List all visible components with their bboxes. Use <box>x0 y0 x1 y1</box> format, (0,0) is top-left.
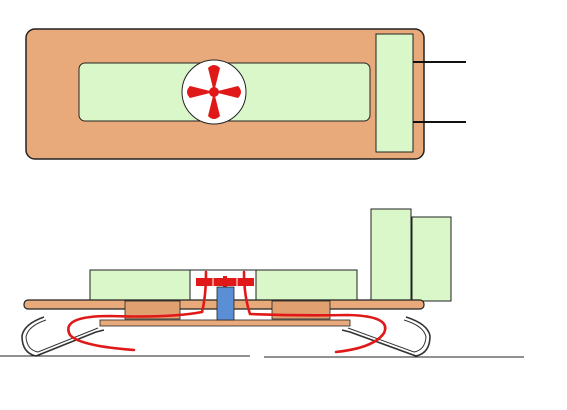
side-tall-panel-1 <box>370 208 412 302</box>
side-pad-left <box>124 300 181 320</box>
clip-left-inner <box>25 319 99 353</box>
clip-right <box>341 316 431 357</box>
fan-icon <box>181 59 247 125</box>
top-side-panel <box>375 33 414 153</box>
top-view <box>25 28 466 160</box>
clip-left <box>21 316 105 357</box>
airflow-arrow-icon <box>67 270 208 352</box>
airflow-arrow-icon-2 <box>242 270 387 354</box>
side-view <box>0 208 524 358</box>
clip-right-inner <box>347 319 427 353</box>
side-tall-panel-2 <box>411 216 452 302</box>
fan-spindle <box>216 286 235 321</box>
side-lower-plate <box>99 319 351 327</box>
side-block-right <box>255 269 358 302</box>
fan-side-icon <box>196 276 254 288</box>
side-block-left <box>89 269 191 302</box>
